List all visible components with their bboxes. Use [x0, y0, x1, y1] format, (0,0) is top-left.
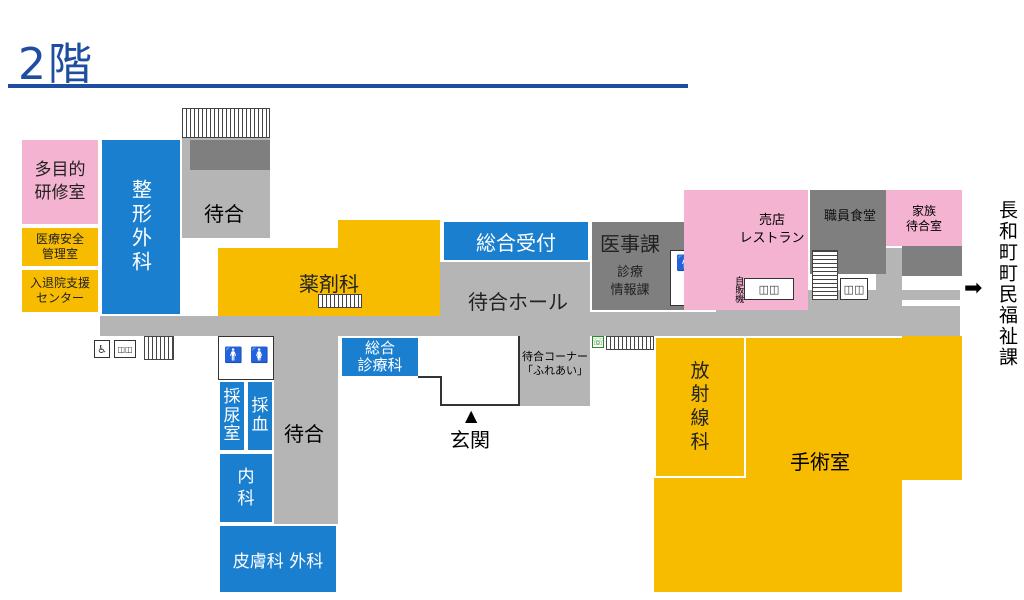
corridor-south — [274, 336, 338, 524]
room-blood: 採 血 — [246, 380, 274, 452]
stairs-north — [182, 108, 270, 138]
label-wait-north: 待合 — [204, 202, 244, 226]
title-underline — [8, 84, 688, 88]
woman-south-icon: 🚺 — [250, 346, 269, 364]
man-south-icon: 🚹 — [224, 346, 243, 364]
room-internal: 内 科 — [218, 452, 274, 524]
arrow-icon: ➡ — [964, 276, 983, 301]
room-admission: 入退院支援 センター — [20, 268, 100, 314]
stair-block-north — [190, 140, 270, 170]
waiting-hall-bg — [440, 262, 590, 322]
label-medical-info: 診療 情報課 — [610, 265, 650, 298]
label-welfare: 長和町町民福祉課 — [996, 200, 1018, 368]
label-surgery: 手術室 — [790, 450, 850, 474]
stairs-east — [812, 250, 838, 300]
stairs-corner — [606, 336, 654, 350]
label-entrance: 玄関 — [450, 428, 490, 452]
label-medical-affairs: 医事課 — [600, 232, 660, 256]
label-vending: 自販機 — [733, 276, 744, 303]
stairs-west — [144, 336, 174, 360]
room-multipurpose: 多目的 研修室 — [20, 138, 100, 226]
block-family-lower — [902, 246, 962, 276]
surgery-notch — [902, 480, 962, 592]
phone-icon: ☏ — [591, 336, 605, 348]
label-wait-south: 待合 — [284, 422, 324, 446]
room-reception: 総合受付 — [442, 220, 590, 262]
room-derma-surgery: 皮膚科 外科 — [218, 524, 338, 594]
entrance-wall-2 — [440, 376, 442, 406]
waiting-corner-bg — [520, 336, 590, 406]
restroom-south — [218, 336, 274, 380]
stairs-pharmacy — [318, 294, 362, 308]
entrance-wall-3 — [440, 404, 520, 406]
label-wait-corner: 待合コーナー 「ふれあい」 — [522, 350, 588, 377]
entrance-wall-4 — [518, 336, 520, 406]
floor-title: 2階 — [18, 39, 94, 90]
surgery-divider — [746, 336, 902, 338]
room-blood-urine: 採 尿 室 — [218, 380, 246, 452]
room-orthopedics: 整形外科 — [100, 138, 182, 316]
room-general-medicine: 総合 診療科 — [340, 336, 420, 378]
surgery-top-gap — [902, 300, 962, 306]
label-shop: 売店 レストラン — [739, 213, 805, 246]
room-family-wait — [886, 190, 962, 246]
wheelchair-west-icon: ♿ — [94, 340, 110, 358]
entrance-arrow-icon: ▲ — [465, 406, 478, 425]
room-radiology: 放 射 線 科 — [654, 336, 746, 478]
label-staff-cafeteria: 職員食堂 — [823, 209, 876, 224]
room-safety: 医療安全 管理室 — [20, 226, 100, 268]
label-family-wait: 家族 待合室 — [905, 204, 942, 233]
label-waiting-hall: 待合ホール — [468, 290, 568, 314]
elevator-icon: ◫◫ — [744, 278, 794, 300]
entrance-wall-1 — [418, 376, 440, 378]
elevator-west-icon: ◫◫ — [114, 340, 136, 358]
elevator-east-icon: ◫◫ — [840, 278, 868, 300]
